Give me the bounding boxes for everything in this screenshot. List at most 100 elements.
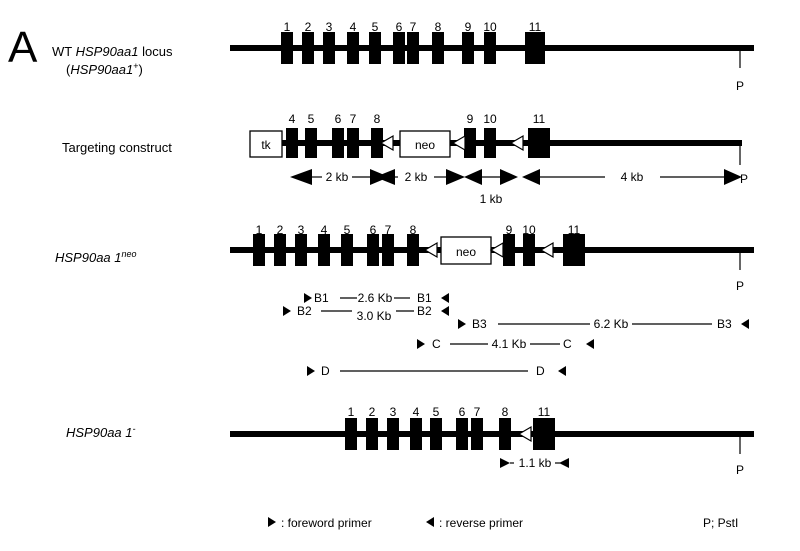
primer-label: B2 [297,304,312,318]
primer-pair-d: D D [307,364,566,378]
exon-10 [523,234,535,266]
exon-number-label: 2 [305,20,312,34]
reverse-primer-icon [586,339,594,349]
primer-label: D [536,364,545,378]
fragment-label: 4 kb [621,170,644,184]
fragment-4kb: 4 kb [522,169,742,185]
exon-number-label: 5 [308,112,315,126]
legend: : foreword primer : reverse primer P; Ps… [268,516,738,530]
loxp-site-icon [539,241,554,259]
exon-number-label: 1 [348,405,355,419]
reverse-primer-icon [441,293,449,303]
null-pst-label: P [736,463,744,477]
exon-6 [367,234,379,266]
forward-primer-icon [500,458,510,468]
product-1-1kb: 1.1 kb [500,456,569,470]
exon-number-label: 4 [289,112,296,126]
reverse-primer-icon [441,306,449,316]
targeting-title: Targeting construct [62,140,172,155]
exon-6 [332,128,344,158]
exon-number-label: 4 [413,405,420,419]
exon-4 [347,32,359,64]
exon-7 [471,418,483,450]
legend-reverse: : reverse primer [439,516,523,530]
fragment-label: 2 kb [326,170,349,184]
exon-number-label: 10 [522,223,536,237]
exon-number-label: 11 [533,112,546,126]
exon-6 [456,418,468,450]
arrowhead-icon [500,169,518,185]
targeting-pst-label: P [740,172,748,186]
exon-9 [503,234,515,266]
exon-5 [341,234,353,266]
primer-pair-b3: B3 6.2 Kb B3 [458,317,749,331]
exon-7 [347,128,359,158]
exon-number-label: 8 [374,112,381,126]
exon-8 [499,418,511,450]
exon-number-label: 3 [390,405,397,419]
product-size: 6.2 Kb [594,317,629,331]
neo-label: neo [415,138,435,152]
null-allele-title: HSP90aa 1- [66,424,136,440]
primer-label: B2 [417,304,432,318]
exon-number-label: 5 [433,405,440,419]
arrowhead-icon [464,169,482,185]
legend-site-key: P; PstI [703,516,738,530]
exon-5 [369,32,381,64]
exon-number-label: 1 [256,223,263,237]
exon-3 [323,32,335,64]
primer-label: C [563,337,572,351]
tk-box [249,130,283,158]
wt-title: WT HSP90aa1 locus [52,44,173,59]
exon-number-label: 5 [344,223,351,237]
primer-label: D [321,364,330,378]
exon-1 [281,32,293,64]
forward-primer-icon [307,366,315,376]
exon-number-label: 8 [435,20,442,34]
exon-number-label: 8 [410,223,417,237]
reverse-primer-icon [558,366,566,376]
exon-2 [302,32,314,64]
exon-1 [345,418,357,450]
exon-number-label: 5 [372,20,379,34]
exon-number-label: 7 [474,405,481,419]
exon-11 [525,32,545,64]
exon-7 [407,32,419,64]
targeting-line [266,140,742,146]
exon-number-label: 9 [467,112,474,126]
exon-number-label: 11 [538,405,551,419]
exon-11 [528,128,550,158]
arrowhead-icon [290,169,312,185]
reverse-primer-icon [559,458,569,468]
exon-10 [484,128,496,158]
exon-6 [393,32,405,64]
arrowhead-icon [522,169,540,185]
primer-label: B1 [314,291,329,305]
exon-number-label: 9 [506,223,513,237]
reverse-primer-icon [741,319,749,329]
wt-subtitle: (HSP90aa1+) [66,61,143,77]
legend-forward: : foreword primer [281,516,372,530]
exon-number-label: 6 [459,405,466,419]
exon-3 [387,418,399,450]
exon-8 [407,234,419,266]
product-size: 4.1 Kb [492,337,527,351]
forward-primer-icon [283,306,291,316]
exon-2 [366,418,378,450]
exon-number-label: 11 [529,20,542,34]
exon-3 [295,234,307,266]
loxp-site-icon [509,134,524,152]
exon-number-label: 7 [385,223,392,237]
exon-number-label: 3 [298,223,305,237]
fragment-2kb-left: 2 kb [290,169,389,185]
forward-primer-icon [458,319,466,329]
primer-pair-b1: B1 2.6 Kb B1 [304,291,449,305]
exon-10 [484,32,496,64]
neo-label: neo [456,245,476,259]
arrowhead-icon [375,169,395,185]
